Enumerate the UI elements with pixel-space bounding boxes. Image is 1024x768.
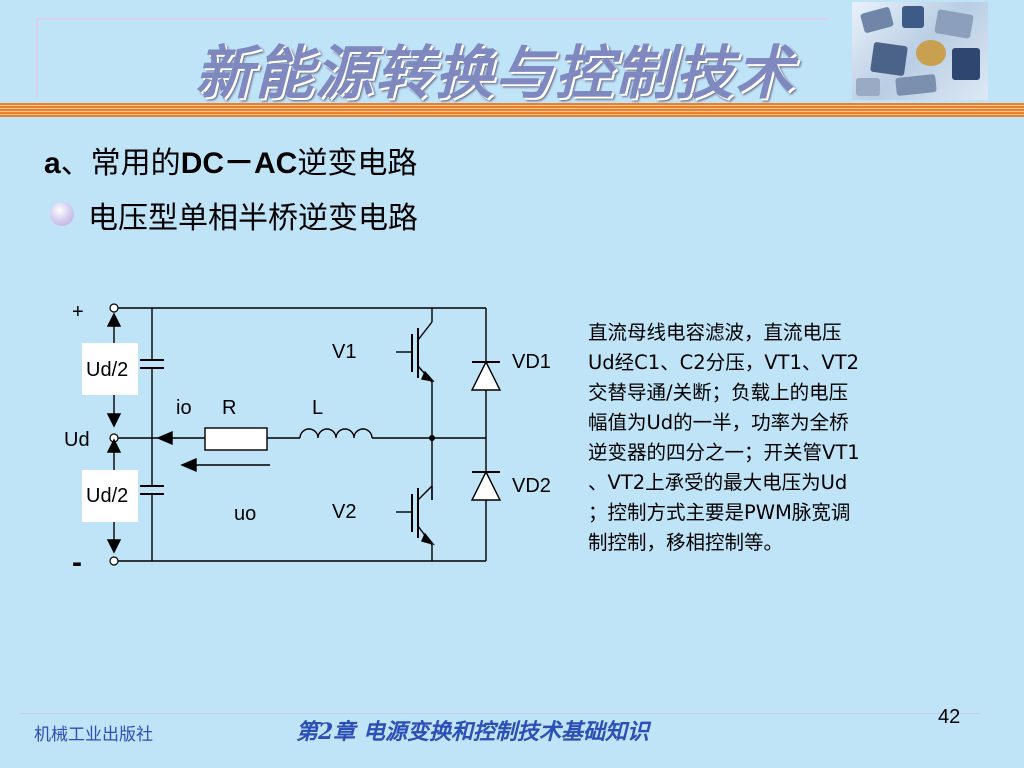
desc-line: ；控制方式主要是PWM脉宽调 xyxy=(588,501,851,524)
r-label: R xyxy=(222,397,236,419)
heading-sep: 、常用的 xyxy=(60,146,181,181)
desc-line: 交替导通/关断；负载上的电压 xyxy=(588,381,849,404)
electronic-components-photo xyxy=(852,2,988,100)
label-box-top xyxy=(82,343,138,395)
desc-line: 直流母线电容滤波，直流电压 xyxy=(588,321,842,344)
inductor-l xyxy=(299,428,373,439)
main-title: 新能源转换与控制技术 xyxy=(195,39,796,107)
junction-dot xyxy=(429,435,435,441)
v1-label: V1 xyxy=(332,341,356,363)
l-label: L xyxy=(312,397,323,419)
heading-suffix: 逆变电路 xyxy=(297,146,418,181)
io-label: io xyxy=(176,397,192,419)
description-text: 直流母线电容滤波，直流电压 Ud经C1、C2分压，VT1、VT2 交替导通/关断… xyxy=(588,318,958,558)
plus-label: + xyxy=(72,301,84,323)
ud-half-bottom-label: Ud/2 xyxy=(86,485,128,507)
terminal-minus xyxy=(109,556,119,566)
v2-label: V2 xyxy=(332,501,356,523)
resistor-r xyxy=(204,427,268,451)
bullet-text: 电压型单相半桥逆变电路 xyxy=(88,201,418,236)
heading-prefix: a xyxy=(44,147,61,180)
minus-label: - xyxy=(72,546,82,579)
desc-line: Ud经C1、C2分压，VT1、VT2 xyxy=(588,351,860,374)
page-number: 42 xyxy=(938,706,961,728)
desc-line: 制控制，移相控制等。 xyxy=(588,531,784,554)
desc-line: 、VT2上承受的最大电压为Ud xyxy=(588,471,848,494)
section-heading: a、常用的DC－AC逆变电路 xyxy=(44,138,417,182)
igbt-v2 xyxy=(396,485,435,546)
igbt-v1 xyxy=(396,321,435,390)
vd1-label: VD1 xyxy=(512,351,551,373)
ud-label: Ud xyxy=(64,429,90,451)
chapter-title: 第2章 电源变换和控制技术基础知识 xyxy=(296,719,649,745)
uo-label: uo xyxy=(234,503,256,525)
diode-vd2 xyxy=(470,470,502,501)
bullet-circle-icon xyxy=(50,202,74,226)
footer-divider xyxy=(20,713,980,714)
vd2-label: VD2 xyxy=(512,475,551,497)
ud-half-top-label: Ud/2 xyxy=(86,359,128,381)
desc-line: 幅值为Ud的一半，功率为全桥 xyxy=(588,411,849,434)
heading-dcac: DC－AC xyxy=(180,147,298,180)
desc-line: 逆变器的四分之一；开关管VT1 xyxy=(588,441,860,464)
title-frame xyxy=(36,18,828,98)
diode-vd1 xyxy=(470,360,502,391)
title-underline-bar xyxy=(0,103,1024,117)
terminal-plus xyxy=(109,303,119,313)
publisher: 机械工业出版社 xyxy=(34,725,153,745)
label-box-bottom xyxy=(82,470,138,522)
